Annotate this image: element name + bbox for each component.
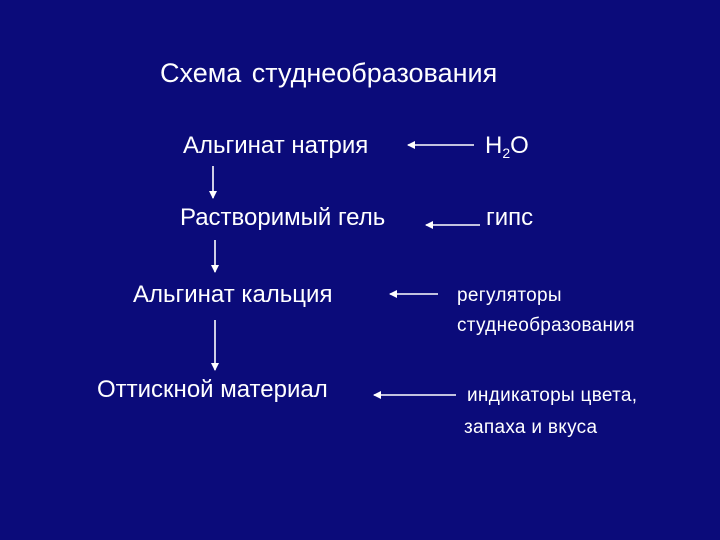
input-gypsum: гипс <box>486 204 534 231</box>
node-calcium-alginate: Альгинат кальция <box>133 281 333 308</box>
water-subscript: 2 <box>502 145 511 161</box>
input-indicators-line1: индикаторы цвета, <box>467 385 638 406</box>
input-regulators-line1: регуляторы <box>457 285 562 306</box>
water-o: O <box>510 132 529 159</box>
input-regulators-line2: студнеобразования <box>457 315 635 336</box>
water-h: H <box>485 132 503 159</box>
node-impression-material: Оттискной материал <box>97 376 328 403</box>
input-water: H2O <box>485 132 529 161</box>
input-indicators-line2: запаха и вкуса <box>464 417 598 438</box>
node-soluble-gel: Растворимый гель <box>180 204 386 231</box>
diagram-title: Схема студнеобразования <box>160 58 498 88</box>
node-sodium-alginate: Альгинат натрия <box>183 132 369 159</box>
